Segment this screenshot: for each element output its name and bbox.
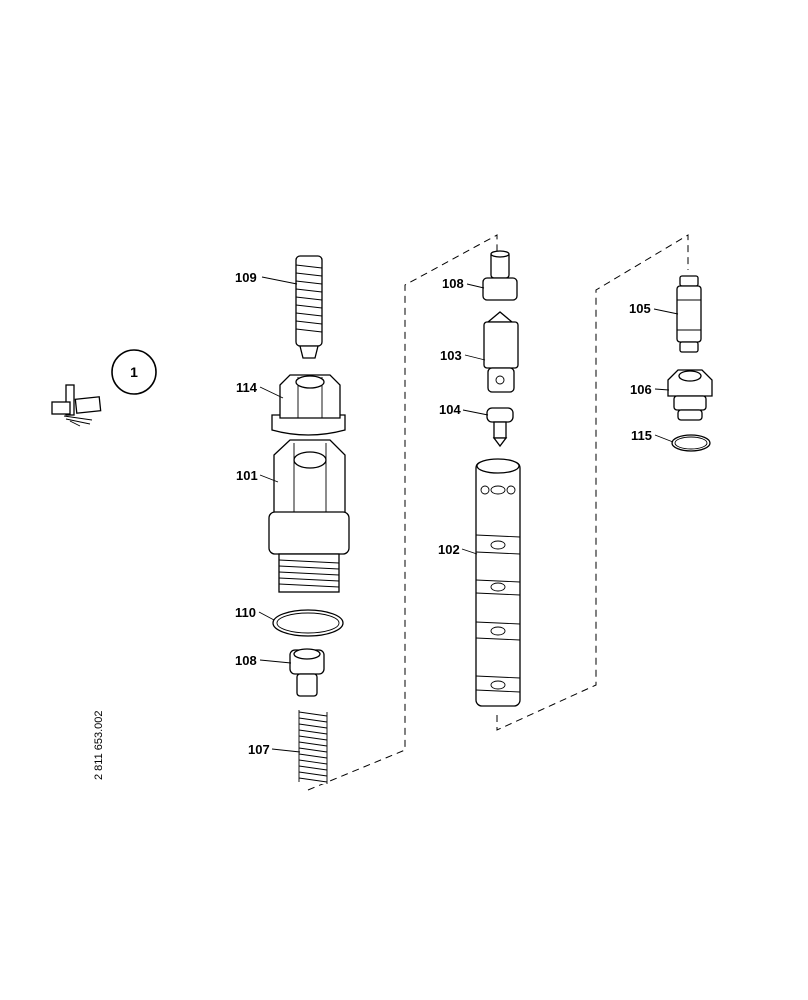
part-114-hex-nut [271,374,346,436]
part-104-pin [486,407,514,448]
label-102: 102 [438,542,460,557]
part-108-spring-seat-left [289,648,325,697]
label-114: 114 [236,380,258,395]
label-107: 107 [248,742,270,757]
label-103: 103 [440,348,462,363]
part-109-threaded-pin [295,255,323,359]
assembly-guide-lines [307,234,689,791]
label-110: 110 [235,605,256,620]
tool-kit-icon [51,384,102,427]
label-105: 105 [629,301,651,316]
part-110-o-ring [272,609,344,637]
part-106-valve-cap [667,369,713,421]
part-107-spring [298,708,328,784]
label-104: 104 [439,402,461,417]
leader-lines [258,276,679,753]
label-115: 115 [631,428,652,443]
callout-circle-icon: 1 [111,349,157,395]
part-105-bolt [676,275,702,353]
document-number: 2 811 653.002 [93,710,105,780]
label-108-left: 108 [235,653,257,668]
label-109: 109 [235,270,257,285]
callout-number: 1 [130,364,138,380]
part-115-o-ring [671,434,711,452]
label-101: 101 [236,468,258,483]
part-103-plunger [483,311,519,393]
label-106: 106 [630,382,652,397]
part-102-sleeve [475,458,521,707]
part-108-valve-seat [482,250,518,301]
part-101-body [268,439,350,593]
part-labels: 109 114 101 110 108 107 108 103 104 102 … [235,270,652,757]
label-108-middle: 108 [442,276,464,291]
